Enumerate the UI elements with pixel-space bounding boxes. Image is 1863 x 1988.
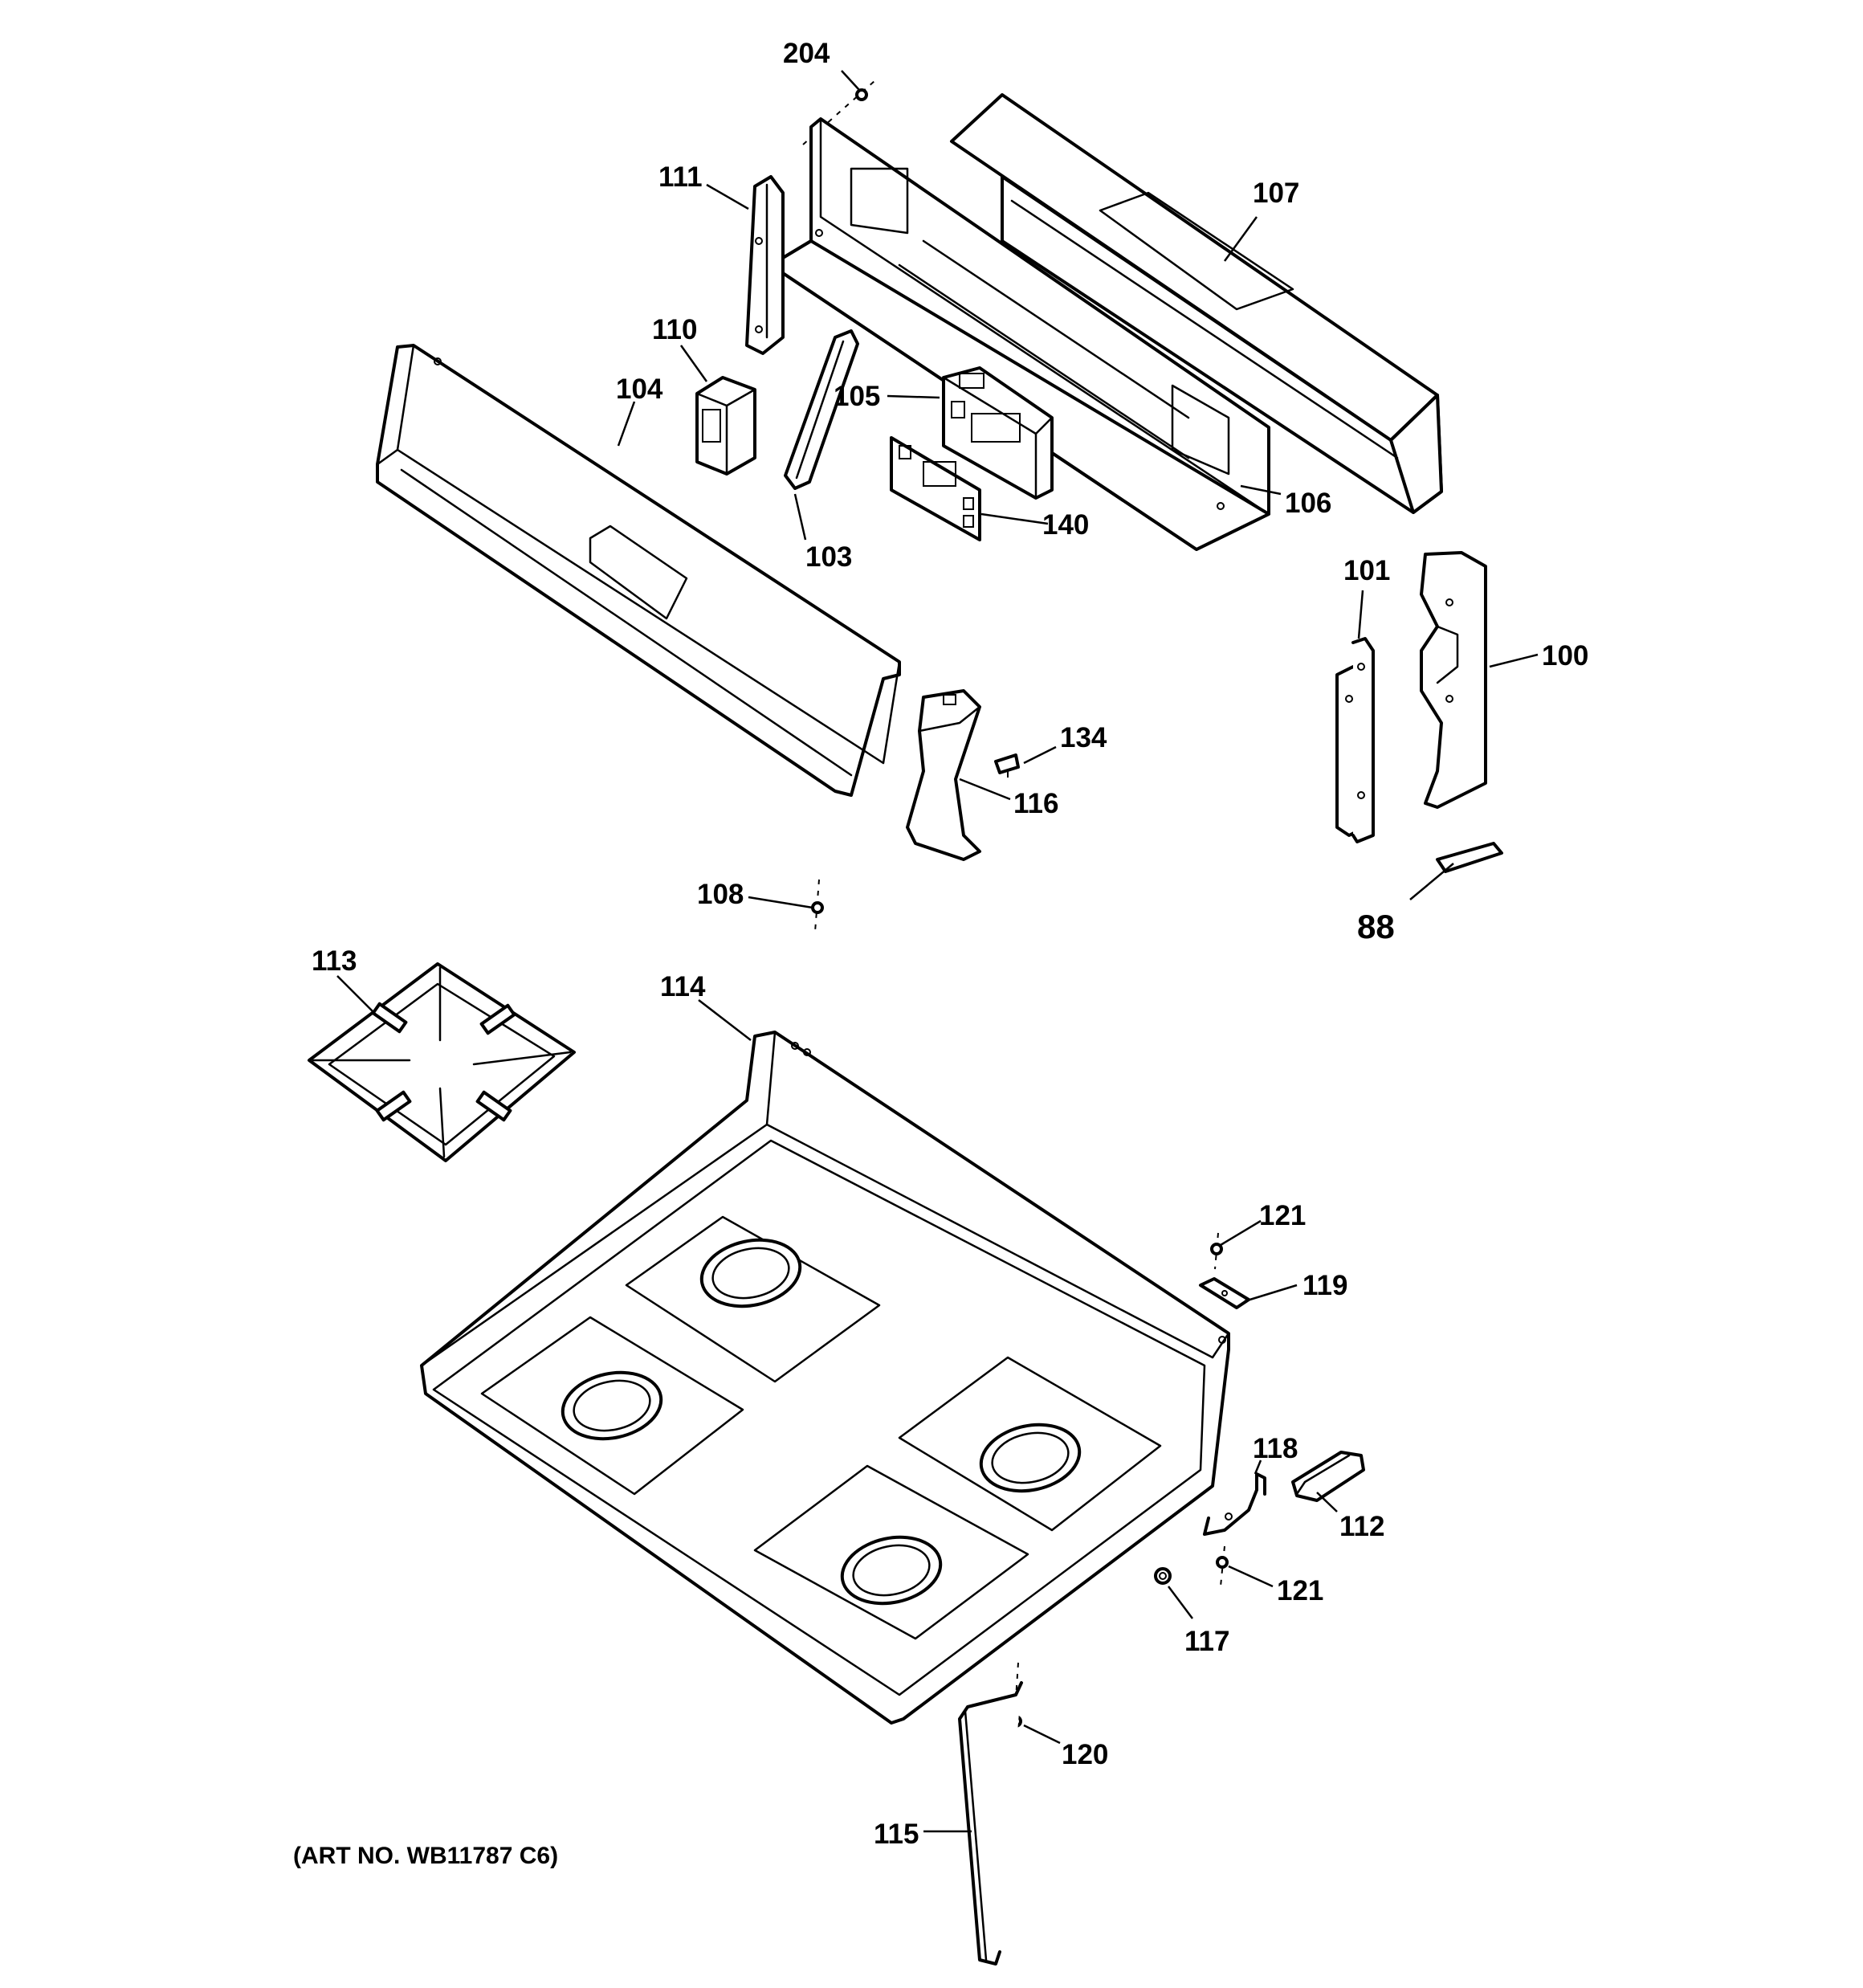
part-118-bracket bbox=[1203, 1472, 1266, 1536]
part-121-screw-top bbox=[1210, 1232, 1223, 1270]
label-103: 103 bbox=[805, 541, 852, 573]
label-117: 117 bbox=[1184, 1626, 1229, 1657]
part-104-backsplash bbox=[376, 344, 901, 797]
part-105-clock-control bbox=[942, 366, 1054, 500]
label-114: 114 bbox=[660, 971, 706, 1002]
label-106: 106 bbox=[1285, 488, 1331, 519]
label-112: 112 bbox=[1339, 1511, 1384, 1542]
part-110-relay bbox=[695, 376, 756, 476]
label-134: 134 bbox=[1060, 722, 1107, 753]
part-114-cooktop bbox=[420, 1031, 1230, 1725]
leader-lines bbox=[336, 70, 1539, 1833]
label-113: 113 bbox=[312, 945, 357, 977]
label-115: 115 bbox=[874, 1819, 919, 1850]
part-103-strap bbox=[784, 329, 859, 490]
label-121-bottom: 121 bbox=[1277, 1575, 1323, 1606]
label-100: 100 bbox=[1542, 640, 1588, 672]
part-labels: 204 111 107 110 104 105 106 103 140 101 … bbox=[312, 38, 1588, 1850]
part-100-side-trim bbox=[1420, 551, 1487, 809]
label-110: 110 bbox=[652, 314, 697, 345]
label-116: 116 bbox=[1013, 788, 1058, 819]
label-111: 111 bbox=[658, 161, 703, 193]
label-120: 120 bbox=[1062, 1739, 1108, 1770]
part-111-bracket bbox=[745, 175, 785, 355]
part-108-screw bbox=[811, 879, 824, 933]
part-119-bracket bbox=[1199, 1277, 1250, 1309]
label-101: 101 bbox=[1343, 555, 1390, 586]
label-88: 88 bbox=[1357, 908, 1395, 945]
art-number-caption: (ART NO. WB11787 C6) bbox=[293, 1843, 558, 1869]
part-134-screw bbox=[994, 753, 1020, 778]
label-118: 118 bbox=[1253, 1433, 1298, 1464]
part-115-rod bbox=[958, 1681, 1023, 1966]
part-117-nut bbox=[1154, 1567, 1172, 1585]
label-104: 104 bbox=[616, 374, 663, 405]
label-204: 204 bbox=[783, 38, 830, 69]
label-105: 105 bbox=[834, 381, 880, 412]
part-116-end-cap bbox=[906, 689, 981, 861]
part-140-overlay bbox=[890, 436, 981, 541]
part-112-clip bbox=[1291, 1451, 1365, 1502]
label-119: 119 bbox=[1302, 1270, 1347, 1301]
part-204-screw bbox=[802, 80, 876, 145]
label-108: 108 bbox=[697, 879, 744, 910]
part-88-trim bbox=[1436, 842, 1503, 873]
part-107-cover-panel bbox=[950, 93, 1443, 514]
label-140: 140 bbox=[1042, 509, 1089, 541]
part-113-grate bbox=[308, 962, 576, 1162]
part-121-screw-bottom bbox=[1216, 1545, 1229, 1587]
label-107: 107 bbox=[1253, 178, 1299, 209]
label-121-top: 121 bbox=[1259, 1200, 1306, 1231]
part-101-bracket bbox=[1335, 637, 1375, 843]
